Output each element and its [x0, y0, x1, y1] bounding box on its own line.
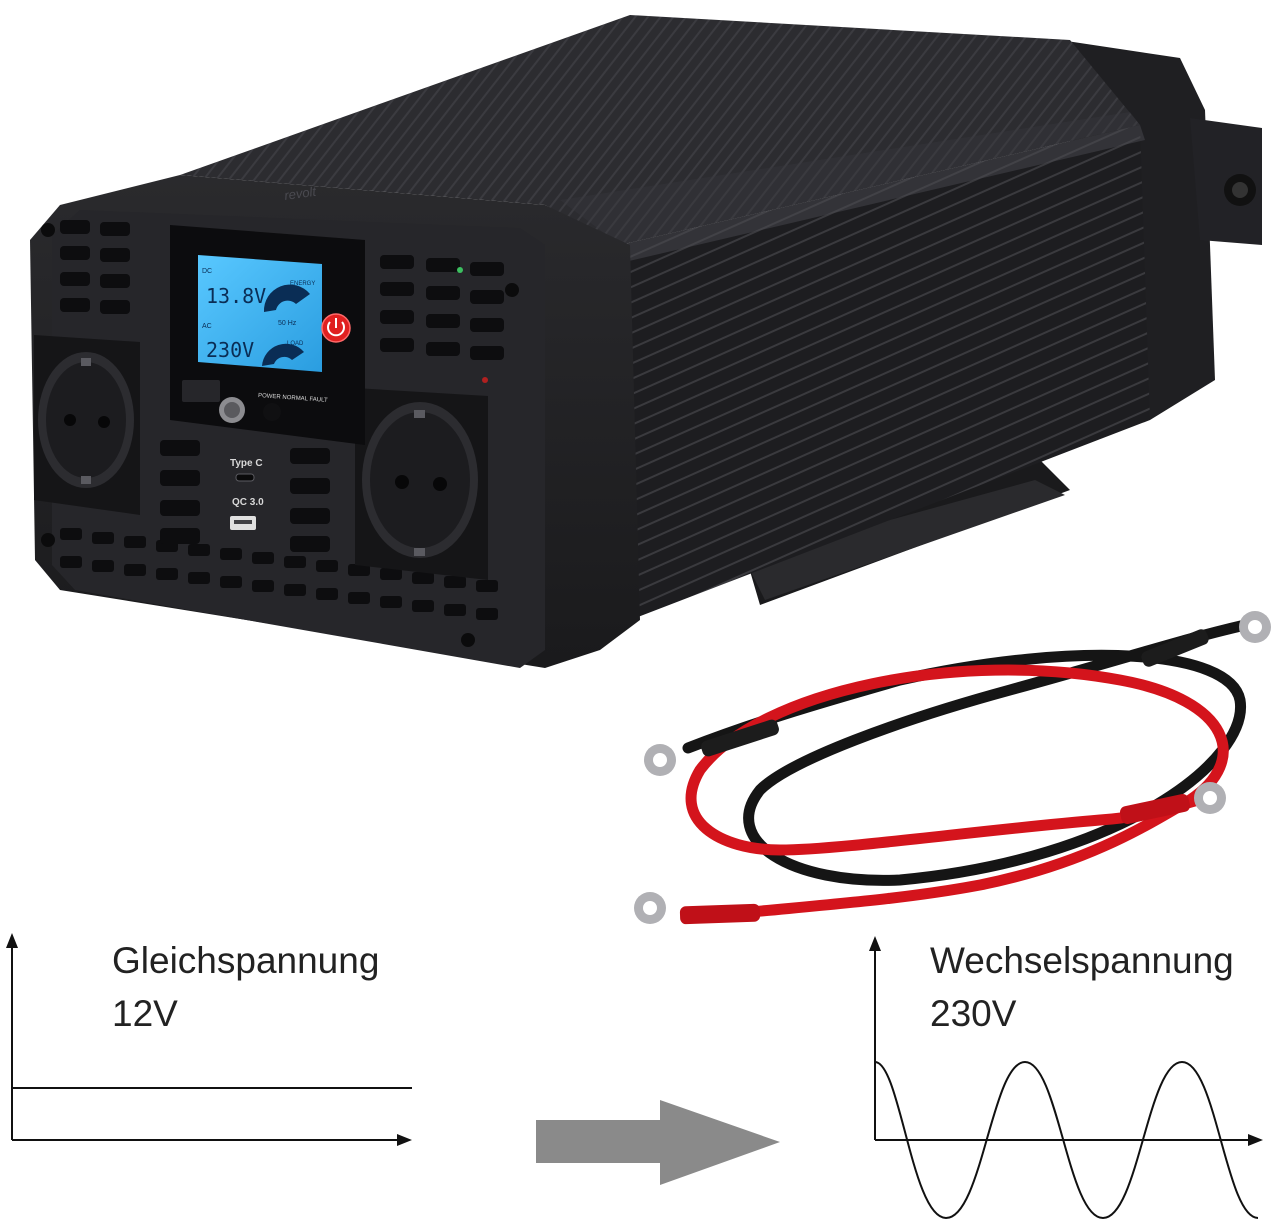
- lcd-display: DC 13.8V ENERGY 50 Hz AC 230V LOAD: [198, 255, 322, 372]
- vent-slots-right: [380, 255, 504, 360]
- ac-sine-wave: [874, 1060, 1259, 1220]
- lcd-frequency: 50 Hz: [278, 320, 297, 327]
- conversion-arrow-icon: [536, 1100, 780, 1185]
- ring-terminal-icon: [634, 611, 1271, 924]
- lcd-ac-value: 230V: [206, 338, 254, 362]
- lcd-load-label: LOAD: [287, 341, 304, 347]
- usb-c-label: Type C: [230, 458, 263, 469]
- usb-c-port[interactable]: [235, 473, 255, 482]
- vent-slots-left: [60, 220, 130, 314]
- side-heatsink: [620, 125, 1150, 620]
- ac-voltage: 230V: [930, 993, 1017, 1034]
- lcd-ac-label: AC: [202, 323, 212, 330]
- led-indicator-icon: [263, 403, 281, 421]
- top-heatsink: [180, 15, 1140, 245]
- ac-socket-right[interactable]: [355, 388, 488, 580]
- dc-voltage: 12V: [112, 993, 178, 1034]
- ac-voltage-diagram: [869, 936, 1263, 1220]
- load-gauge-icon: [262, 343, 304, 366]
- lcd-dc-value: 13.8V: [206, 284, 266, 308]
- qc-label: QC 3.0: [232, 497, 264, 508]
- lcd-dc-label: DC: [202, 268, 212, 275]
- battery-cables: [634, 611, 1271, 925]
- ac-title: Wechselspannung: [930, 940, 1234, 981]
- remote-port: [182, 380, 220, 402]
- dc-voltage-diagram: [6, 933, 412, 1146]
- vent-slots-center: [160, 440, 330, 552]
- brand-logo: revolt: [283, 183, 318, 202]
- ac-socket-left[interactable]: [34, 335, 140, 515]
- indicators-label: POWER NORMAL FAULT: [258, 393, 328, 404]
- inverter: DC 13.8V ENERGY 50 Hz AC 230V LOAD POWER…: [30, 15, 1262, 668]
- vent-slots-bottom: [60, 528, 498, 620]
- power-button[interactable]: [321, 313, 351, 343]
- lcd-energy-label: ENERGY: [290, 281, 315, 287]
- dc-title: Gleichspannung: [112, 940, 380, 981]
- power-icon: [327, 321, 345, 337]
- energy-gauge-icon: [263, 284, 310, 312]
- rotary-knob[interactable]: [219, 397, 245, 423]
